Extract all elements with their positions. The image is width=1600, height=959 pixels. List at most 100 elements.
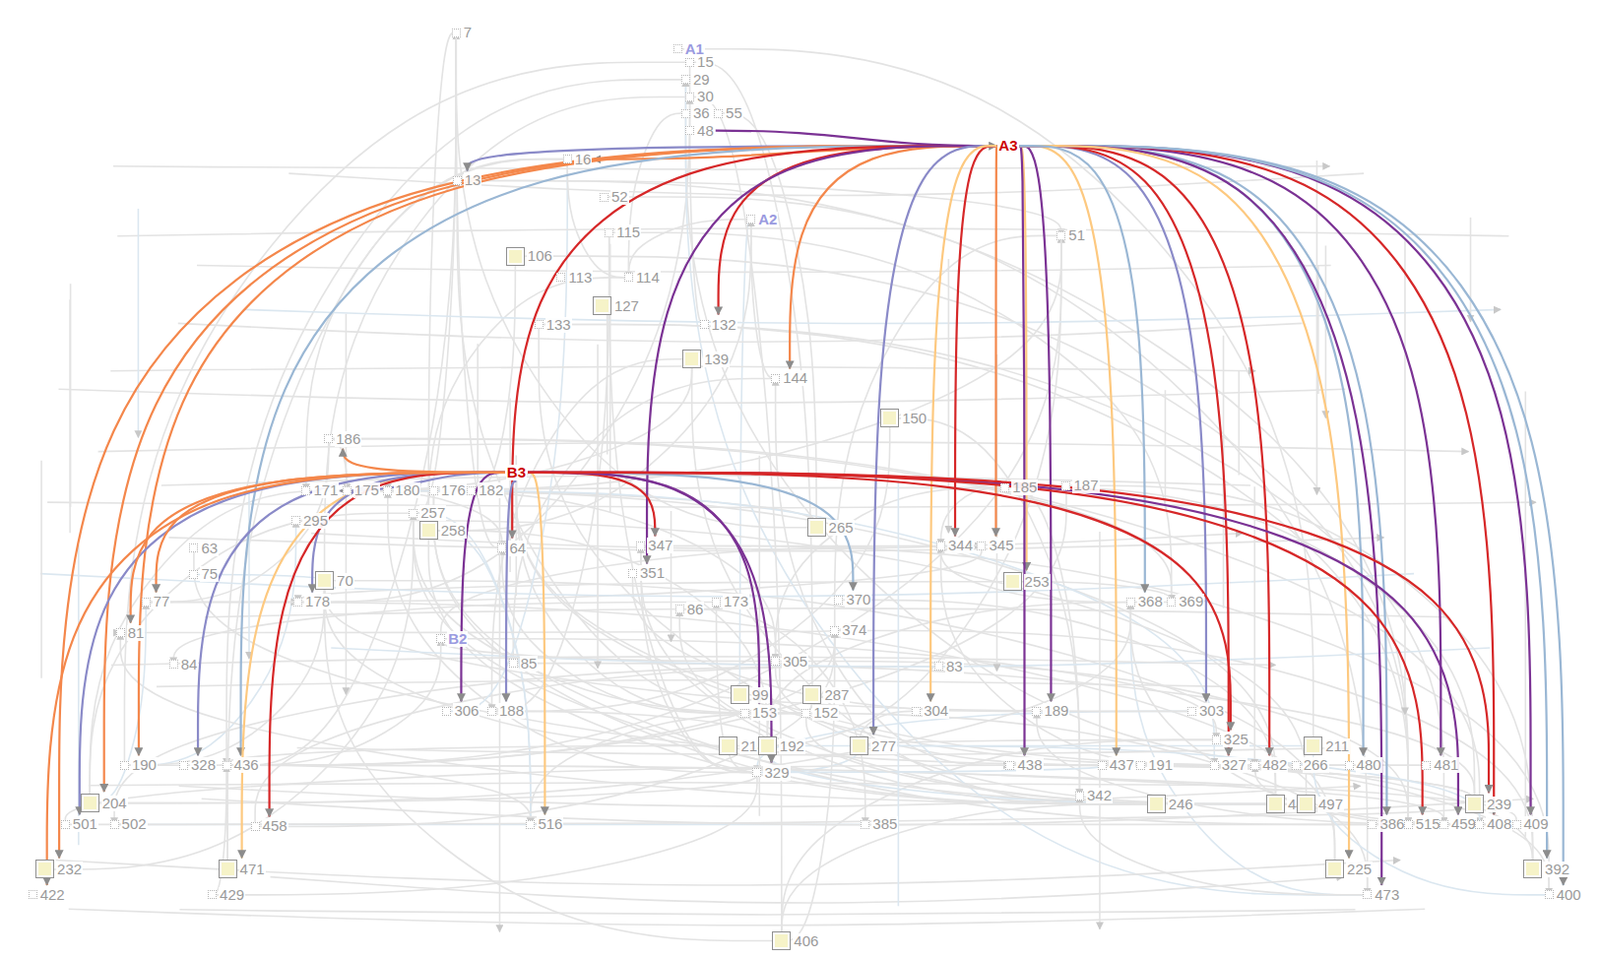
- hub-node: A3: [997, 137, 1019, 154]
- edge-connector: [527, 472, 853, 591]
- graph-node: 185: [1000, 479, 1038, 496]
- graph-node: 436: [222, 757, 260, 773]
- graph-node: 187: [1061, 477, 1099, 494]
- background-edge: [476, 343, 479, 498]
- node-marker: [436, 634, 446, 643]
- graph-node: 406: [771, 931, 820, 951]
- edge-connector: [342, 448, 506, 473]
- graph-node: 374: [830, 622, 868, 639]
- node-marker: [1056, 231, 1066, 241]
- graph-node: 480: [1344, 757, 1383, 773]
- node-marker: [120, 761, 129, 770]
- node-label: 191: [1147, 757, 1174, 773]
- node-label: 287: [823, 687, 850, 704]
- node-label: A2: [757, 211, 778, 228]
- graph-node: 83: [934, 658, 964, 675]
- node-label: 305: [781, 653, 809, 670]
- graph-node: 303: [1187, 703, 1225, 719]
- node-label: 175: [353, 482, 381, 499]
- graph-node: 471: [218, 859, 266, 879]
- edge-connector: [527, 472, 1423, 816]
- node-label: 106: [526, 248, 554, 264]
- node-label: 30: [696, 88, 715, 105]
- edge-connector: [1020, 145, 1025, 756]
- node-label: 48: [696, 123, 715, 139]
- edge-connector: [269, 472, 506, 818]
- graph-node: 36: [681, 105, 711, 122]
- edge-connector: [312, 472, 506, 593]
- node-marker: [452, 176, 462, 186]
- node-label: 186: [334, 431, 362, 448]
- background-edge: [1005, 487, 1081, 796]
- node-marker: [681, 74, 691, 84]
- graph-node: 328: [179, 757, 217, 773]
- node-marker: [169, 659, 179, 669]
- node-label: 188: [498, 703, 525, 719]
- graph-node: 306: [442, 703, 480, 719]
- node-label: 327: [1220, 757, 1248, 773]
- node-marker: [599, 192, 609, 202]
- node-marker: [1362, 890, 1372, 899]
- graph-node: 132: [700, 317, 738, 333]
- edge-connector: [59, 145, 997, 858]
- background-edge: [767, 601, 1171, 746]
- node-marker: [525, 820, 535, 830]
- node-label: 81: [127, 625, 146, 641]
- edge-connector: [506, 481, 516, 703]
- background-edge: [567, 159, 629, 278]
- background-edge: [124, 580, 324, 767]
- node-label: 459: [1450, 816, 1477, 832]
- graph-node: 347: [636, 537, 674, 554]
- node-label: 64: [508, 540, 527, 557]
- background-edge: [346, 490, 503, 548]
- node-marker: [770, 656, 780, 666]
- node-label: 204: [101, 795, 128, 812]
- node-marker: [179, 761, 189, 770]
- node-label: 7: [462, 24, 473, 41]
- node-marker: [624, 272, 634, 282]
- graph-node: 106: [506, 247, 554, 266]
- node-label: 392: [1543, 861, 1571, 878]
- background-edge: [40, 460, 43, 679]
- graph-node: 55: [713, 105, 744, 122]
- graph-node: 386: [1367, 816, 1406, 832]
- graph-node: 501: [61, 816, 99, 832]
- graph-node: 295: [291, 512, 329, 529]
- background-edge: [346, 235, 1061, 491]
- background-edge: [179, 909, 1355, 915]
- node-marker: [700, 320, 709, 329]
- graph-node: 459: [1439, 816, 1477, 832]
- node-label: 502: [121, 816, 148, 832]
- background-edge: [690, 96, 782, 941]
- node-label: A3: [997, 137, 1019, 154]
- node-marker: [293, 597, 303, 607]
- node-marker: [1212, 735, 1221, 745]
- graph-node: 30: [685, 88, 715, 105]
- graph-node: 75: [189, 566, 219, 582]
- node-label: 374: [840, 622, 868, 639]
- graph-node: 385: [860, 816, 898, 832]
- node-label: 347: [646, 537, 674, 554]
- node-icon: [802, 685, 822, 704]
- node-marker: [301, 486, 311, 496]
- graph-node: 370: [833, 591, 872, 608]
- node-marker: [116, 628, 126, 638]
- background-edge: [781, 630, 835, 941]
- background-edge: [270, 877, 1344, 903]
- node-icon: [315, 571, 334, 590]
- graph-node: 70: [315, 571, 355, 590]
- node-marker: [636, 541, 645, 551]
- node-label: 473: [1373, 887, 1401, 903]
- graph-node: 139: [682, 349, 730, 369]
- node-label: 139: [703, 351, 730, 368]
- background-edge: [1470, 217, 1472, 322]
- edge-connector: [715, 130, 998, 147]
- node-label: 185: [1011, 479, 1038, 496]
- node-label: 257: [419, 505, 447, 521]
- graph-node: A2: [746, 211, 778, 228]
- edge-connector: [527, 472, 1231, 731]
- graph-node: 409: [1512, 816, 1550, 832]
- edge-connector: [130, 472, 506, 624]
- node-marker: [222, 761, 232, 770]
